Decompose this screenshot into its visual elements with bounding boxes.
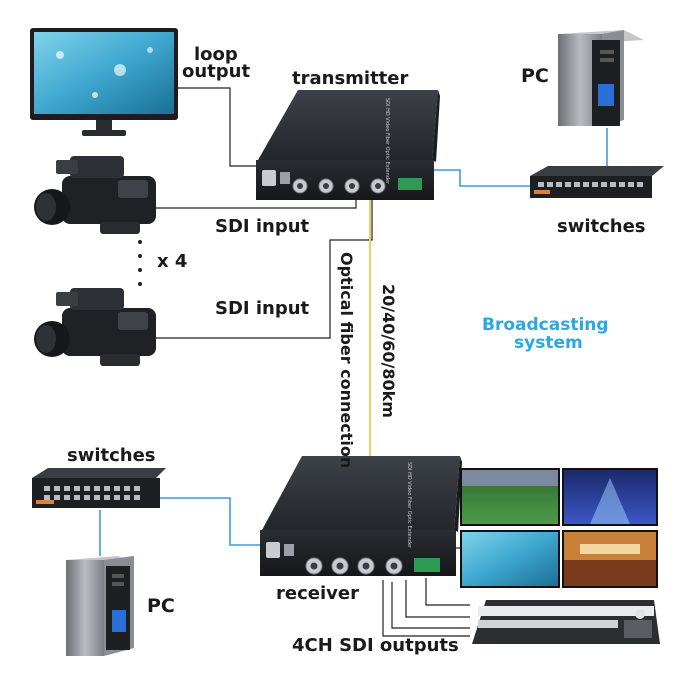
transmitter-side-text: SDI HD Video Fiber Optic Extender: [384, 98, 390, 185]
network-switch-icon: [530, 166, 664, 198]
switches-bottom-label: switches: [67, 445, 156, 466]
network-cable-top: [432, 169, 530, 187]
distance-label: 20/40/60/80km: [379, 284, 398, 418]
sdi-output-cable-1: [382, 580, 470, 637]
loop-output-cable: [178, 87, 262, 167]
receiver-side-text: SDI HD Video Fiber Optic Extender: [406, 462, 412, 549]
pc-bottom-label: PC: [147, 595, 175, 617]
video-wall-icon: [460, 468, 658, 588]
sdi-outputs-label: 4CH SDI outputs: [292, 635, 459, 656]
camera-icon: [34, 288, 156, 366]
ellipsis-dots: [138, 240, 142, 286]
monitor-icon: [30, 28, 178, 136]
broadcasting-label-line1: Broadcasting: [482, 315, 609, 335]
sdi-input-cable-2: [150, 198, 373, 339]
pc-tower-icon: [66, 556, 134, 656]
broadcasting-label-line2: system: [514, 333, 583, 353]
network-cable-bottom: [160, 497, 266, 546]
control-console-icon: [472, 600, 660, 644]
pc-tower-icon: [558, 30, 644, 126]
multiplier-label: x 4: [157, 251, 188, 272]
optical-fiber-label: Optical fiber connection: [337, 252, 356, 469]
loop-output-label-line2: output: [182, 61, 251, 82]
camera-icon: [34, 156, 156, 234]
sdi-output-cable-4: [425, 578, 470, 606]
sdi-input-label-2: SDI input: [215, 298, 310, 319]
transmitter-label: transmitter: [292, 68, 409, 89]
network-switch-icon: [32, 468, 166, 508]
sdi-output-cable-2: [391, 582, 470, 629]
transmitter-device: [256, 90, 440, 200]
receiver-label: receiver: [276, 583, 359, 604]
receiver-device: [260, 456, 462, 576]
sdi-input-label-1: SDI input: [215, 216, 310, 237]
switches-top-label: switches: [557, 216, 646, 237]
loop-output-label-line1: loop: [194, 44, 238, 65]
sdi-output-cable-3: [405, 580, 470, 618]
pc-top-label: PC: [521, 65, 549, 87]
